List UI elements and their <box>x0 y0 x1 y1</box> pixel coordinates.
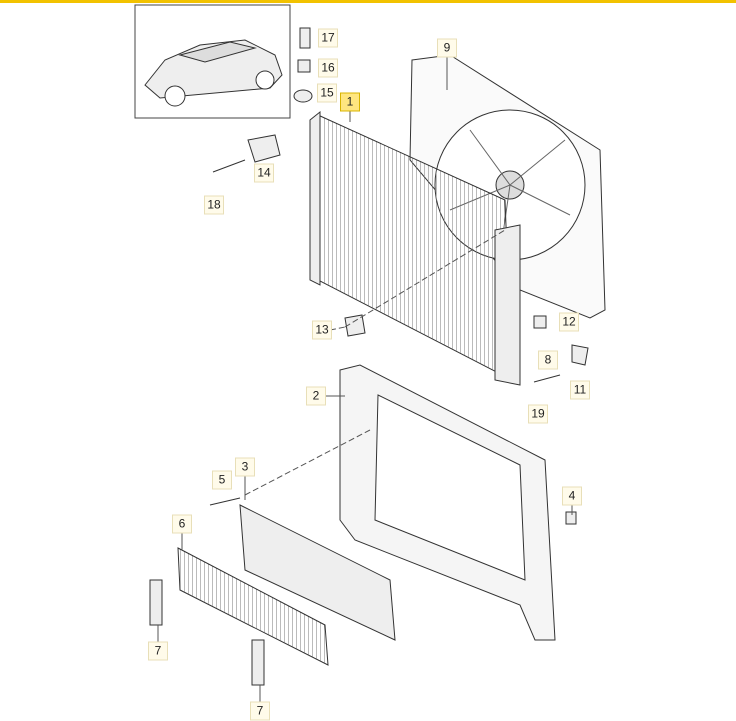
part-label-6[interactable]: 6 <box>172 514 192 534</box>
part-label-17[interactable]: 17 <box>318 28 338 48</box>
radiator-support-frame <box>339 364 556 641</box>
air-guide <box>239 504 396 641</box>
brackets <box>149 579 265 686</box>
vehicle-inset <box>134 4 291 119</box>
part-label-2[interactable]: 2 <box>306 386 326 406</box>
top-accent-line <box>0 0 736 3</box>
part-label-15[interactable]: 15 <box>317 83 337 103</box>
small-parts <box>209 27 589 525</box>
leader-lines <box>157 57 573 702</box>
part-label-13[interactable]: 13 <box>312 320 332 340</box>
part-label-7[interactable]: 7 <box>148 641 168 661</box>
part-label-5[interactable]: 5 <box>212 470 232 490</box>
part-label-18[interactable]: 18 <box>204 195 224 215</box>
part-label-19[interactable]: 19 <box>528 404 548 424</box>
part-label-7[interactable]: 7 <box>250 701 270 721</box>
part-label-12[interactable]: 12 <box>559 312 579 332</box>
part-label-3[interactable]: 3 <box>235 457 255 477</box>
part-label-4[interactable]: 4 <box>562 486 582 506</box>
part-label-11[interactable]: 11 <box>570 380 590 400</box>
part-label-16[interactable]: 16 <box>318 58 338 78</box>
part-label-1[interactable]: 1 <box>340 92 360 112</box>
part-label-8[interactable]: 8 <box>538 350 558 370</box>
part-label-9[interactable]: 9 <box>437 38 457 58</box>
part-label-14[interactable]: 14 <box>254 163 274 183</box>
intercooler <box>177 547 329 666</box>
radiator <box>309 110 521 386</box>
